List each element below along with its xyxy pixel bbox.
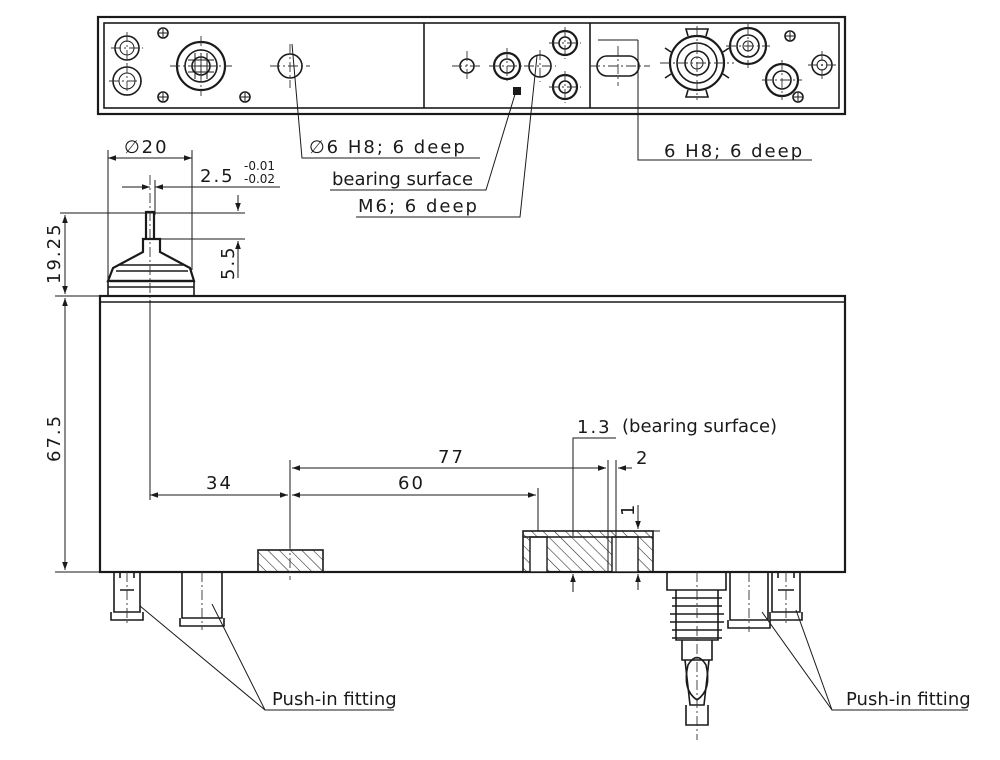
dowel-hole-left bbox=[270, 44, 310, 88]
thread-hole-m6-a bbox=[489, 48, 525, 84]
dim-1: 1 bbox=[618, 503, 639, 516]
small-hole-middle bbox=[452, 51, 482, 81]
fitting-right-top bbox=[726, 24, 770, 68]
push-in-fitting-4 bbox=[769, 572, 803, 625]
dim-pin-height: 5.5 bbox=[218, 245, 239, 280]
rotary-union-side bbox=[666, 572, 727, 740]
dowel-slot-right bbox=[590, 46, 650, 86]
screw-head-left-b bbox=[239, 91, 251, 103]
dim-bearing-surface-note: (bearing surface) bbox=[622, 416, 777, 437]
callout-dowel-hole-left: ∅6 H8; 6 deep bbox=[309, 137, 467, 158]
port-fitting-left bbox=[170, 36, 232, 96]
callout-thread-hole: M6; 6 deep bbox=[358, 196, 479, 217]
push-in-fitting-2 bbox=[179, 572, 225, 630]
dim-tol-lower: -0.02 bbox=[244, 172, 275, 186]
dim-34: 34 bbox=[206, 473, 233, 494]
leader-thread-hole bbox=[356, 55, 538, 218]
push-in-fitting-3 bbox=[727, 572, 771, 632]
leader-dowel-right bbox=[637, 40, 812, 161]
screw-head-right-b bbox=[792, 91, 804, 103]
dim-tol-upper: -0.01 bbox=[244, 159, 275, 173]
screw-head-bottom-left bbox=[157, 91, 169, 103]
callout-push-in-left: Push-in fitting bbox=[272, 689, 397, 710]
dim-body-height: 67.5 bbox=[44, 414, 65, 462]
insert-bearing bbox=[522, 530, 654, 573]
dim-1-3: 1.3 bbox=[577, 417, 612, 438]
dim-pin-offset: 2.5 bbox=[200, 166, 235, 187]
top-view-inner-outline bbox=[103, 22, 840, 109]
screw-head-right-a bbox=[784, 30, 796, 42]
callout-dowel-hole-right: 6 H8; 6 deep bbox=[664, 141, 804, 162]
leader-dowel-left bbox=[291, 43, 480, 159]
main-body bbox=[98, 294, 847, 574]
dim-2: 2 bbox=[636, 448, 649, 469]
top-view-outline bbox=[96, 15, 847, 116]
insert-dowel-left bbox=[257, 549, 324, 573]
push-in-fitting-1 bbox=[110, 572, 144, 625]
dimensions: ∅20 2.5 -0.01 -0.02 5.5 19.25 67.5 34 60… bbox=[44, 137, 777, 592]
callout-push-in-right: Push-in fitting bbox=[846, 689, 971, 710]
side-view bbox=[98, 175, 847, 740]
dim-77: 77 bbox=[438, 447, 465, 468]
thread-hole-m6-bottom bbox=[549, 71, 581, 103]
bearing-surface-marker bbox=[513, 87, 521, 95]
push-in-callouts: Push-in fitting Push-in fitting bbox=[139, 603, 971, 711]
callout-bearing-surface: bearing surface bbox=[332, 169, 473, 190]
small-hole-right bbox=[808, 51, 836, 79]
fitting-hole-bottom-left bbox=[109, 63, 145, 99]
dim-diameter: ∅20 bbox=[124, 137, 169, 158]
fitting-hole-top-left bbox=[111, 32, 143, 64]
screw-head-top-left bbox=[157, 27, 169, 39]
thread-hole-m6-top bbox=[549, 27, 581, 59]
rotary-union bbox=[660, 26, 734, 100]
dim-top-height: 19.25 bbox=[44, 222, 65, 284]
leader-bearing-surface bbox=[330, 90, 517, 191]
fitting-right-bottom bbox=[762, 60, 802, 100]
top-view bbox=[96, 15, 847, 116]
top-fixture bbox=[106, 175, 196, 300]
bearing-hole bbox=[524, 50, 556, 82]
top-callouts: ∅6 H8; 6 deep bearing surface M6; 6 deep… bbox=[291, 39, 812, 218]
dim-60: 60 bbox=[398, 473, 425, 494]
